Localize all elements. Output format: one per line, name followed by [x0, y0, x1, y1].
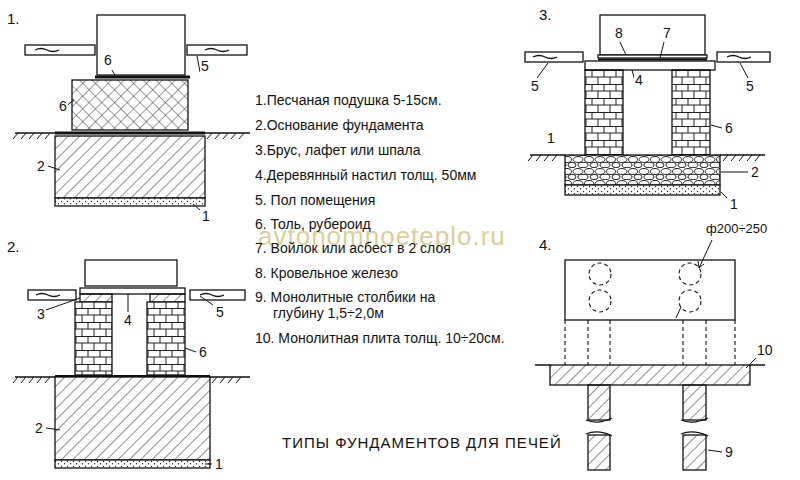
callout-number: 2 — [34, 420, 44, 436]
callout-number: 8 — [614, 25, 624, 41]
callout-number: 1 — [546, 130, 556, 146]
callout-number: 1 — [729, 196, 739, 212]
callout-number: 6 — [103, 52, 113, 68]
callout-number: 1 — [201, 208, 211, 224]
callout-number: 3 — [36, 306, 46, 322]
legend-item: 5. Пол помещения — [255, 192, 375, 208]
callout-number: 5 — [745, 78, 755, 94]
legend-item: 4.Деревянный настил толщ. 50мм — [255, 167, 476, 183]
legend-item: 1.Песчаная подушка 5-15см. — [255, 92, 442, 108]
legend-item: 6. Толь, рубероид — [255, 216, 371, 232]
callout-number: 9 — [724, 444, 734, 460]
callout-number: 4 — [123, 312, 133, 328]
legend-item: 9. Монолитные столбики на глубину 1,5÷2,… — [255, 289, 488, 321]
dimension-label: ф200÷250 — [705, 222, 768, 237]
figure-number: 3. — [538, 6, 553, 23]
legend-item: 8. Кровельное железо — [255, 265, 398, 281]
figure-number: 2. — [6, 238, 21, 255]
legend-item: 2.Основание фундамента — [255, 117, 424, 133]
figure-number: 1. — [6, 10, 21, 27]
callout-number: 6 — [198, 344, 208, 360]
callout-number: 6 — [58, 98, 68, 114]
legend-item: 10. Монолитная плита толщ. 10÷20см. — [255, 330, 505, 346]
callout-number: 2 — [750, 164, 760, 180]
callout-number: 6 — [724, 120, 734, 136]
callout-number: 1 — [214, 456, 224, 472]
callout-number: 5 — [200, 58, 210, 74]
callout-number: 2 — [36, 158, 46, 174]
legend-item: 3.Брус, лафет или шпала — [255, 142, 420, 158]
callout-number: 4 — [634, 72, 644, 88]
callout-number: 5 — [215, 304, 225, 320]
figure-number: 4. — [538, 236, 553, 253]
callout-number: 5 — [530, 78, 540, 94]
caption: ТИПЫ ФУНДАМЕНТОВ ДЛЯ ПЕЧЕЙ — [282, 434, 562, 451]
callout-number: 10 — [756, 342, 774, 358]
legend-item: 7. Войлок или асбест в 2 слоя — [255, 240, 451, 256]
callout-number: 7 — [662, 25, 672, 41]
